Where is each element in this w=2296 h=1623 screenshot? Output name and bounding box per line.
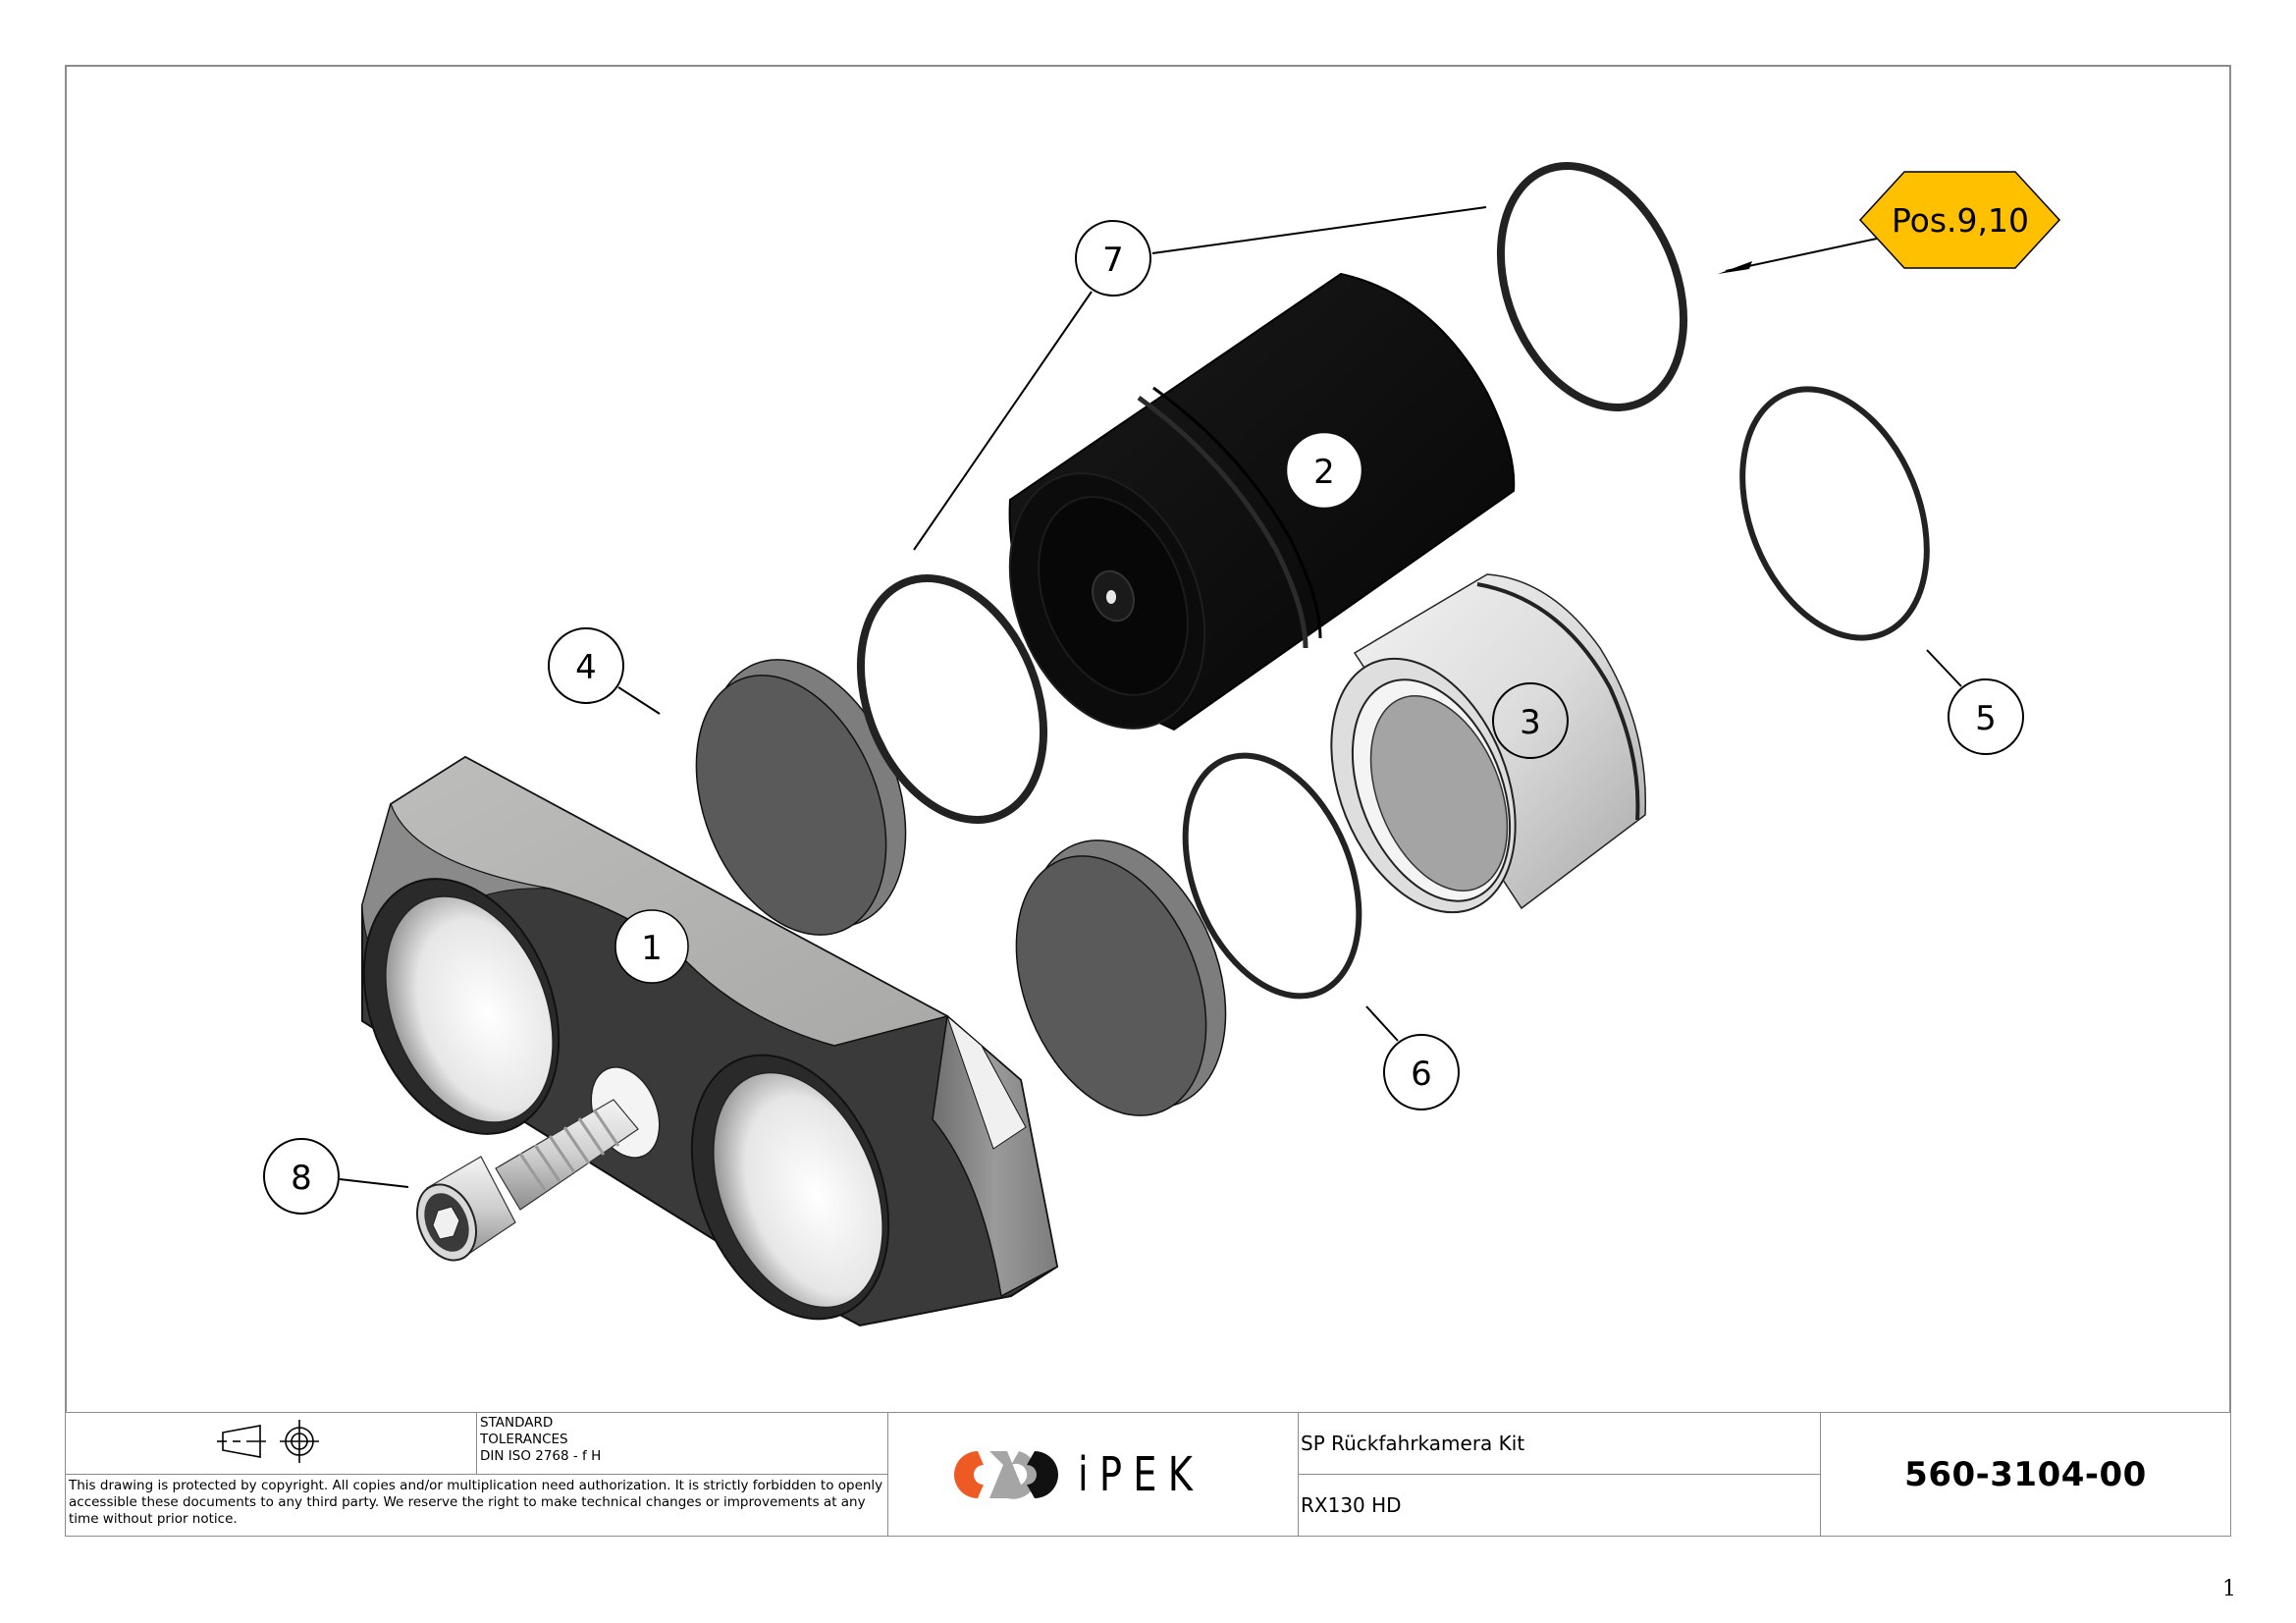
title-block: STANDARD TOLERANCES DIN ISO 2768 - f H T… xyxy=(65,1412,2231,1537)
balloon-5: 5 xyxy=(1948,678,2024,755)
standard-line-1: STANDARD xyxy=(480,1415,554,1431)
part-8-screw xyxy=(416,1099,639,1262)
copyright-notice: This drawing is protected by copyright. … xyxy=(65,1474,888,1537)
part-1-bracket xyxy=(361,755,1059,1327)
svg-text:2: 2 xyxy=(1313,453,1335,492)
balloon-2: 2 xyxy=(1287,433,1362,508)
badge-arrowhead xyxy=(1718,261,1752,274)
balloon-8: 8 xyxy=(263,1138,340,1215)
part-4-window-a xyxy=(695,659,907,936)
svg-text:8: 8 xyxy=(291,1159,312,1198)
part-5-o-ring xyxy=(1739,386,1930,641)
ipek-logo-icon xyxy=(954,1450,1059,1499)
part-2-camera-body xyxy=(1008,272,1516,731)
svg-text:1: 1 xyxy=(641,929,663,968)
leader-lines xyxy=(339,206,1962,1188)
company-logo: iPEK xyxy=(887,1412,1299,1537)
standard-line-3: DIN ISO 2768 - f H xyxy=(480,1448,602,1464)
balloon-1: 1 xyxy=(614,909,689,984)
logo-wordmark: iPEK xyxy=(1078,1446,1204,1502)
svg-text:5: 5 xyxy=(1975,699,1997,738)
position-badge: Pos.9,10 xyxy=(1858,171,2061,269)
svg-text:6: 6 xyxy=(1411,1055,1432,1094)
svg-text:4: 4 xyxy=(575,648,597,687)
svg-text:7: 7 xyxy=(1102,241,1124,280)
standard-tolerances-cell: STANDARD TOLERANCES DIN ISO 2768 - f H xyxy=(476,1412,888,1475)
part-6-o-ring xyxy=(1182,752,1362,1000)
standard-line-2: TOLERANCES xyxy=(480,1432,568,1447)
part-7-o-ring-left xyxy=(856,574,1048,824)
svg-text:3: 3 xyxy=(1520,703,1541,742)
balloon-7: 7 xyxy=(1075,220,1151,297)
drawing-title: SP Rückfahrkamera Kit xyxy=(1298,1412,1821,1475)
projection-symbol-icon xyxy=(217,1420,319,1463)
svg-text:Pos.9,10: Pos.9,10 xyxy=(1892,201,2029,240)
drawing-number: 560-3104-00 xyxy=(1820,1412,2231,1537)
part-3-lens-sleeve xyxy=(1330,573,1647,914)
balloon-4: 4 xyxy=(548,627,624,704)
exploded-view-drawing: 1 2 3 4 5 6 7 8 Pos.9,10 xyxy=(263,162,2061,1327)
page-number: 1 xyxy=(2222,1577,2236,1601)
drawing-subtitle: RX130 HD xyxy=(1298,1474,1821,1537)
projection-symbol-cell xyxy=(65,1412,477,1475)
balloon-3: 3 xyxy=(1492,682,1569,759)
balloon-6: 6 xyxy=(1383,1034,1460,1110)
part-4-window-b xyxy=(1015,839,1227,1116)
part-7-o-ring-top xyxy=(1496,162,1688,411)
